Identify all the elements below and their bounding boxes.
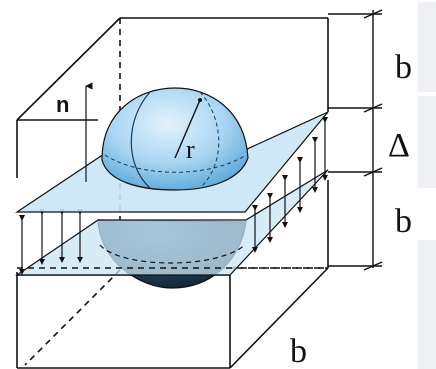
upper-top-front: [16, 17, 121, 121]
panel-mid: [418, 96, 436, 188]
traction-vectors: [19, 117, 328, 275]
normal-label: n: [56, 92, 69, 117]
equator-line: [104, 154, 247, 173]
top-hemisphere: [101, 87, 249, 191]
sphere-center: [198, 98, 202, 102]
meridian-front: [130, 91, 151, 189]
lower-right-diagonal: [229, 267, 329, 369]
radius-label: r: [186, 135, 195, 164]
panel-bottom: [418, 240, 436, 369]
top-cap: [101, 87, 249, 191]
meridian-back: [199, 91, 220, 189]
radius-line: [174, 99, 201, 159]
hidden-edge-back-diagonal: [24, 269, 121, 366]
dim-depth-label: b: [290, 333, 307, 369]
upper-block: [16, 17, 329, 178]
dim-bottom-label: b: [395, 203, 412, 240]
dim-gap-label: Δ: [388, 127, 410, 164]
dimension-lines: [328, 9, 383, 271]
lower-plane-sphere-intersection: [99, 244, 246, 264]
background-panels: [418, 2, 436, 369]
dim-top-label: b: [395, 49, 412, 86]
panel-top: [418, 2, 436, 92]
